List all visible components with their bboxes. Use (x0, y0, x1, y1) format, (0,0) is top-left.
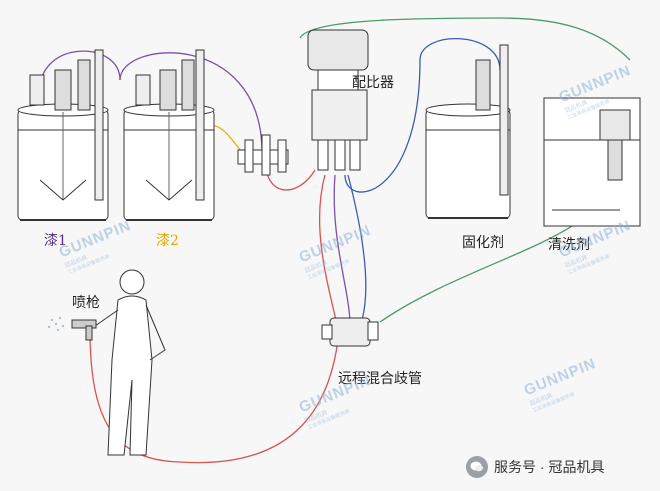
hose-red-manifold (320, 175, 338, 330)
proportioner-unit (308, 30, 368, 170)
remote-manifold-device (322, 318, 378, 346)
label-spray-gun: 喷枪 (72, 292, 100, 312)
tank-paint1 (18, 50, 108, 220)
cleaner-station (544, 98, 640, 226)
tank-hardener (426, 45, 510, 218)
footer-badge: 服务号 · 冠品机具 (466, 456, 604, 478)
operator-figure (95, 270, 165, 455)
label-cleaner: 清洗剂 (548, 234, 590, 254)
footer-text: 服务号 · 冠品机具 (494, 457, 604, 477)
label-remote-manifold: 远程混合歧管 (338, 368, 422, 388)
hose-purple-manifold (334, 175, 350, 325)
label-paint2: 漆2 (156, 230, 179, 250)
valve-manifold (238, 135, 288, 175)
tank-paint2 (124, 50, 214, 220)
label-hardener: 固化剂 (462, 232, 504, 252)
label-paint1: 漆1 (44, 230, 67, 250)
spray-gun (72, 320, 96, 340)
label-proportioner: 配比器 (352, 72, 394, 92)
hose-blue-manifold (348, 175, 366, 320)
spray-mist (48, 317, 64, 331)
chat-icon (466, 456, 488, 478)
hose-red-valves (265, 165, 315, 190)
